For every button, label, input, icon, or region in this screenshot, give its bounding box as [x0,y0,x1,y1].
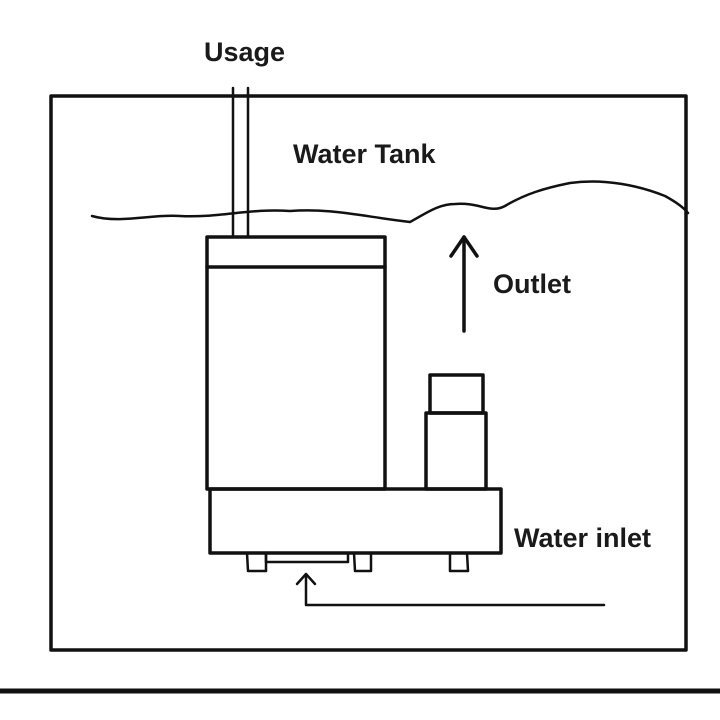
pump-foot-middle [352,551,373,573]
usage-label: Usage [204,37,285,67]
pump-foot-left [245,551,268,573]
pump-base [208,487,503,555]
inlet-slot [264,551,350,564]
outlet-arrow-head [449,235,479,258]
outlet-fitting-cap [428,373,485,415]
inlet-arrow-head [295,572,317,586]
pump-motor-body [205,235,387,491]
water-inlet-label: Water inlet [514,523,651,553]
water-surface-line [90,180,690,224]
pump-foot-right [448,551,470,573]
water-tank-outline [49,94,688,652]
outlet-fitting-body [424,411,488,491]
outlet-label: Outlet [493,269,571,299]
water-tank-label: Water Tank [293,139,437,169]
inlet-arrow-path [304,573,606,607]
